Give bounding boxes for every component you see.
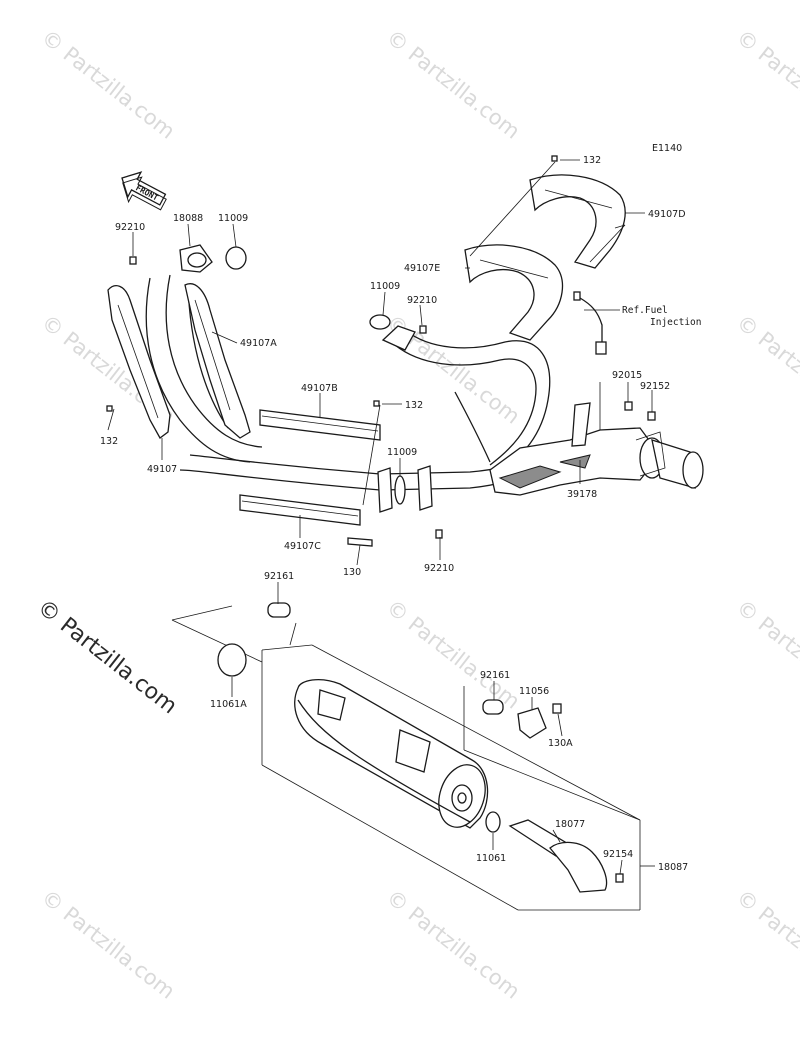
collector-39178 xyxy=(489,402,704,496)
label-11056: 11056 xyxy=(519,686,549,697)
gasket-11009-left xyxy=(225,246,247,270)
heat-guard-49107 xyxy=(107,285,171,439)
label-92210: 92210 xyxy=(424,563,454,574)
header-pipe-right xyxy=(394,329,551,471)
joint-center xyxy=(377,465,433,513)
watermark: © Partzilla.com xyxy=(732,595,800,714)
label-92161: 92161 xyxy=(264,571,294,582)
watermark: © Partzilla.com xyxy=(732,310,800,429)
label-18077: 18077 xyxy=(555,819,585,830)
label-11009: 11009 xyxy=(370,281,400,292)
label-92154: 92154 xyxy=(603,849,633,860)
nut-92210-mid xyxy=(419,325,427,334)
ref-note: Ref.Fuel Injection xyxy=(622,305,701,328)
nut-92210-left xyxy=(129,256,137,265)
diagram-code: E1140 xyxy=(652,143,682,154)
watermark: © Partzilla.com xyxy=(732,885,800,1004)
label-132: 132 xyxy=(100,436,118,447)
watermark-layer: © Partzilla.com © Partzilla.com © Partzi… xyxy=(37,25,800,1004)
spacer-92161-top xyxy=(267,602,291,618)
o2-sensor-icon xyxy=(573,291,607,355)
label-49107C: 49107C xyxy=(284,541,321,552)
watermark: © Partzilla.com xyxy=(37,885,179,1004)
label-130: 130 xyxy=(343,567,361,578)
leader-lines xyxy=(107,159,655,875)
watermark: © Partzilla.com xyxy=(37,25,179,144)
label-92015: 92015 xyxy=(612,370,642,381)
label-92210: 92210 xyxy=(115,222,145,233)
label-92161: 92161 xyxy=(480,670,510,681)
watermark: © Partzilla.com xyxy=(732,25,800,144)
label-49107E: 49107E xyxy=(404,263,440,274)
flange-18088 xyxy=(179,244,213,273)
bolt-130 xyxy=(347,537,373,547)
flange-right xyxy=(381,325,416,351)
gasket-11009-mid xyxy=(369,314,391,330)
nut-92015 xyxy=(624,401,633,411)
heat-guard-49107C xyxy=(239,494,361,526)
label-11061A: 11061A xyxy=(210,699,247,710)
label-49107D: 49107D xyxy=(648,209,686,220)
gasket-11061A xyxy=(217,643,247,677)
label-11009: 11009 xyxy=(218,213,248,224)
spacer-92161-mid xyxy=(482,699,504,715)
label-18088: 18088 xyxy=(173,213,203,224)
label-49107A: 49107A xyxy=(240,338,277,349)
bolt-132-mid xyxy=(373,400,380,407)
label-92210: 92210 xyxy=(407,295,437,306)
heat-guard-49107D xyxy=(529,174,626,269)
watermark: © Partzilla.com xyxy=(382,595,524,714)
label-49107B: 49107B xyxy=(301,383,338,394)
label-132: 132 xyxy=(405,400,423,411)
bracket-11056 xyxy=(517,703,562,739)
label-18087: 18087 xyxy=(658,862,688,873)
heat-guard-49107E xyxy=(464,244,564,341)
label-49107: 49107 xyxy=(147,464,177,475)
label-11061: 11061 xyxy=(476,853,506,864)
copyright-text: © Partzilla.com xyxy=(32,595,181,719)
label-11009: 11009 xyxy=(387,447,417,458)
gasket-11061 xyxy=(485,811,501,833)
label-39178: 39178 xyxy=(567,489,597,500)
ref-note-line1: Ref.Fuel xyxy=(622,305,668,316)
label-92152: 92152 xyxy=(640,381,670,392)
muffler-box-lines xyxy=(171,605,641,911)
label-132: 132 xyxy=(583,155,601,166)
tailpipe-18077 xyxy=(508,819,624,893)
heat-guard-49107B xyxy=(259,409,381,441)
bolt-132-left xyxy=(106,405,113,412)
heat-guard-49107A xyxy=(184,283,251,439)
watermark: © Partzilla.com xyxy=(382,25,524,144)
washer-92152 xyxy=(647,411,656,421)
watermark: © Partzilla.com xyxy=(382,885,524,1004)
nut-92210-bottom xyxy=(435,529,443,539)
label-130A: 130A xyxy=(548,738,573,749)
muffler-18087 xyxy=(294,678,489,829)
front-arrow-icon: FRONT xyxy=(121,171,167,211)
ref-note-line2: Injection xyxy=(650,317,701,328)
part-labels: 132 49107D 49107E 92210 18088 11009 1100… xyxy=(100,155,688,873)
bolt-132-top xyxy=(551,155,558,162)
